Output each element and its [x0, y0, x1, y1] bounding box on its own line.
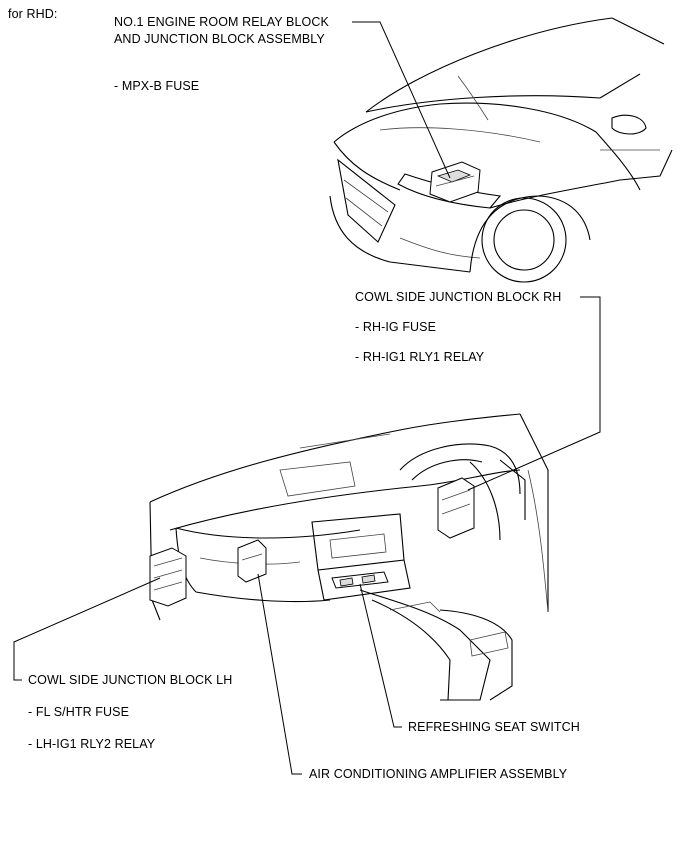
vehicle-front-drawing [329, 17, 673, 283]
cowl-lh-item: - LH-IG1 RLY2 RELAY [28, 737, 156, 751]
engine-room-block-title-line1: NO.1 ENGINE ROOM RELAY BLOCK [114, 15, 329, 29]
cowl-lh-title: COWL SIDE JUNCTION BLOCK LH [28, 673, 233, 687]
engine-room-block-title-line2: AND JUNCTION BLOCK ASSEMBLY [114, 32, 325, 46]
seat-switch-title: REFRESHING SEAT SWITCH [408, 720, 580, 734]
page-note: for RHD: [8, 7, 58, 21]
refreshing-seat-switch-part [331, 571, 389, 589]
leader-cowl-rh [467, 296, 601, 491]
leader-ac-amplifier [257, 573, 302, 775]
ac-amplifier-part [237, 539, 267, 583]
leader-cowl-lh [13, 577, 161, 681]
cowl-rh-item: - RH-IG1 RLY1 RELAY [355, 350, 485, 364]
cowl-rh-title: COWL SIDE JUNCTION BLOCK RH [355, 290, 562, 304]
engine-room-block-item: - MPX-B FUSE [114, 79, 200, 93]
leader-seat-switch [359, 583, 402, 728]
ac-amplifier-title: AIR CONDITIONING AMPLIFIER ASSEMBLY [309, 767, 568, 781]
leader-engine-room-block [352, 21, 451, 179]
instrument-panel-drawing [149, 413, 549, 701]
cowl-side-junction-block-lh-part [149, 547, 187, 607]
cowl-side-junction-block-rh-part [437, 477, 475, 539]
cowl-rh-item: - RH-IG FUSE [355, 320, 437, 334]
cowl-lh-item: - FL S/HTR FUSE [28, 705, 130, 719]
